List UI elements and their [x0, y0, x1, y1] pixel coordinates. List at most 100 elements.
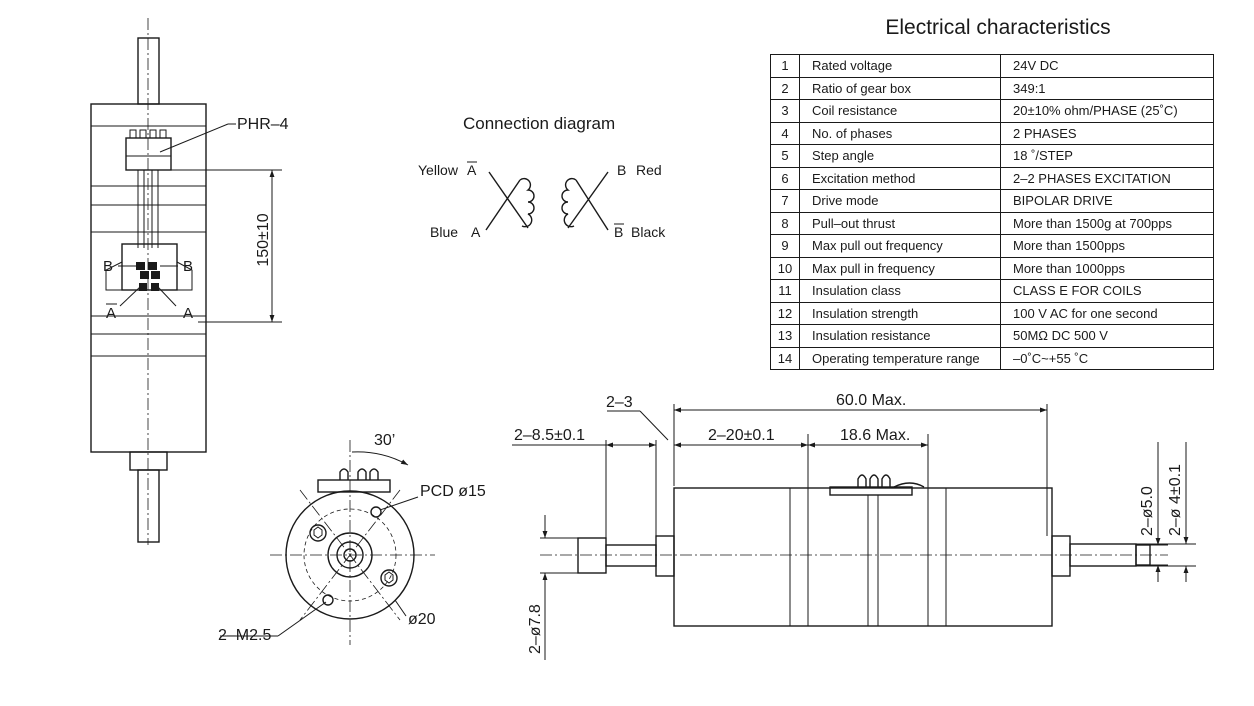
cable-length-dimension: 150±10 [255, 213, 272, 266]
electrical-characteristics-title: Electrical characteristics [885, 16, 1111, 39]
end-face-outline [285, 490, 415, 620]
row-value: 2 PHASES [1000, 121, 1214, 145]
row-item: Max pull in frequency [799, 256, 1001, 280]
coil-a-winding [485, 171, 535, 231]
chamfer-label: 2–3 [606, 394, 633, 411]
shaft-tip-diameter-dimension: 2–ø 4±0.1 [1167, 464, 1184, 536]
shaft-left-dimension: 2–8.5±0.1 [514, 427, 585, 444]
end-connector [317, 479, 391, 493]
terminal-a-bar-label: A [467, 162, 477, 178]
row-number: 11 [770, 279, 800, 303]
row-item: Excitation method [799, 166, 1001, 190]
phr4-connector [125, 129, 172, 248]
row-value: 50MΩ DC 500 V [1000, 324, 1214, 348]
mounting-hole-lower-right [380, 569, 398, 587]
front-view: PHR–4 150±10 B B A A [90, 18, 289, 545]
row-item: Pull–out thrust [799, 211, 1001, 235]
row-value: CLASS E FOR COILS [1000, 279, 1214, 303]
left-shaft [577, 537, 607, 574]
shaft-diameter-dimension: 2–ø5.0 [1139, 486, 1156, 536]
row-number: 6 [770, 166, 800, 190]
row-value: –0˚C~+55 ˚C [1000, 346, 1214, 370]
connector-label: PHR–4 [237, 116, 289, 133]
row-item: Step angle [799, 144, 1001, 168]
row-number: 2 [770, 76, 800, 100]
screws-label: 2–M2.5 [218, 627, 271, 644]
row-value: More than 1000pps [1000, 256, 1214, 280]
terminal-a-label: A [471, 224, 481, 240]
row-number: 9 [770, 234, 800, 258]
row-item: Coil resistance [799, 99, 1001, 123]
row-item: Max pull out frequency [799, 234, 1001, 258]
mounting-hole-upper-left [309, 524, 327, 542]
left-flange [655, 535, 675, 577]
body-segment-dimension: 2–20±0.1 [708, 427, 775, 444]
row-item: No. of phases [799, 121, 1001, 145]
end-view: 30’ PCD ø15 ø20 2–M2.5 [218, 432, 486, 645]
row-value: 100 V AC for one second [1000, 301, 1214, 325]
wire-blue-label: Blue [430, 224, 458, 240]
row-number: 14 [770, 346, 800, 370]
side-body [673, 487, 1053, 627]
terminal-board [105, 243, 193, 307]
row-value: 2–2 PHASES EXCITATION [1000, 166, 1214, 190]
row-item: Insulation class [799, 279, 1001, 303]
wire-yellow-label: Yellow [418, 162, 459, 178]
pin-label-b-right: B [183, 258, 193, 275]
pcd-label: PCD ø15 [420, 483, 486, 500]
row-item: Drive mode [799, 189, 1001, 213]
row-number: 3 [770, 99, 800, 123]
row-number: 8 [770, 211, 800, 235]
connection-diagram-title: Connection diagram [463, 114, 615, 133]
row-value: More than 1500pps [1000, 234, 1214, 258]
row-number: 12 [770, 301, 800, 325]
row-item: Operating temperature range [799, 346, 1001, 370]
row-number: 5 [770, 144, 800, 168]
row-number: 1 [770, 54, 800, 78]
right-flange [1051, 535, 1071, 577]
side-connector [829, 486, 913, 496]
side-view: 60.0 Max. 2–3 2–8.5±0.1 2–20±0.1 18.6 Ma… [512, 392, 1196, 660]
overall-length-dimension: 60.0 Max. [836, 392, 906, 409]
tapped-hole-lower [322, 594, 334, 606]
row-number: 4 [770, 121, 800, 145]
wire-red-label: Red [636, 162, 662, 178]
row-value: 20±10% ohm/PHASE (25˚C) [1000, 99, 1214, 123]
row-number: 7 [770, 189, 800, 213]
row-value: 24V DC [1000, 54, 1214, 78]
bottom-collar [129, 451, 168, 471]
pin-label-a-bar: A [106, 305, 116, 322]
diameter-label: ø20 [408, 611, 436, 628]
row-item: Insulation resistance [799, 324, 1001, 348]
angle-label: 30’ [374, 432, 395, 449]
pin-label-a: A [183, 305, 193, 322]
row-value: BIPOLAR DRIVE [1000, 189, 1214, 213]
row-number: 10 [770, 256, 800, 280]
row-item: Rated voltage [799, 54, 1001, 78]
coil-b-winding [561, 171, 609, 231]
wire-black-label: Black [631, 224, 666, 240]
bottom-shaft [137, 469, 160, 543]
pin-label-b-left: B [103, 258, 113, 275]
connection-diagram: Connection diagram Yellow A Blue A B Red… [418, 114, 666, 240]
terminal-b-bar-label: B [614, 224, 623, 240]
row-item: Ratio of gear box [799, 76, 1001, 100]
tapped-hole-upper [370, 506, 382, 518]
row-value: 349:1 [1000, 76, 1214, 100]
